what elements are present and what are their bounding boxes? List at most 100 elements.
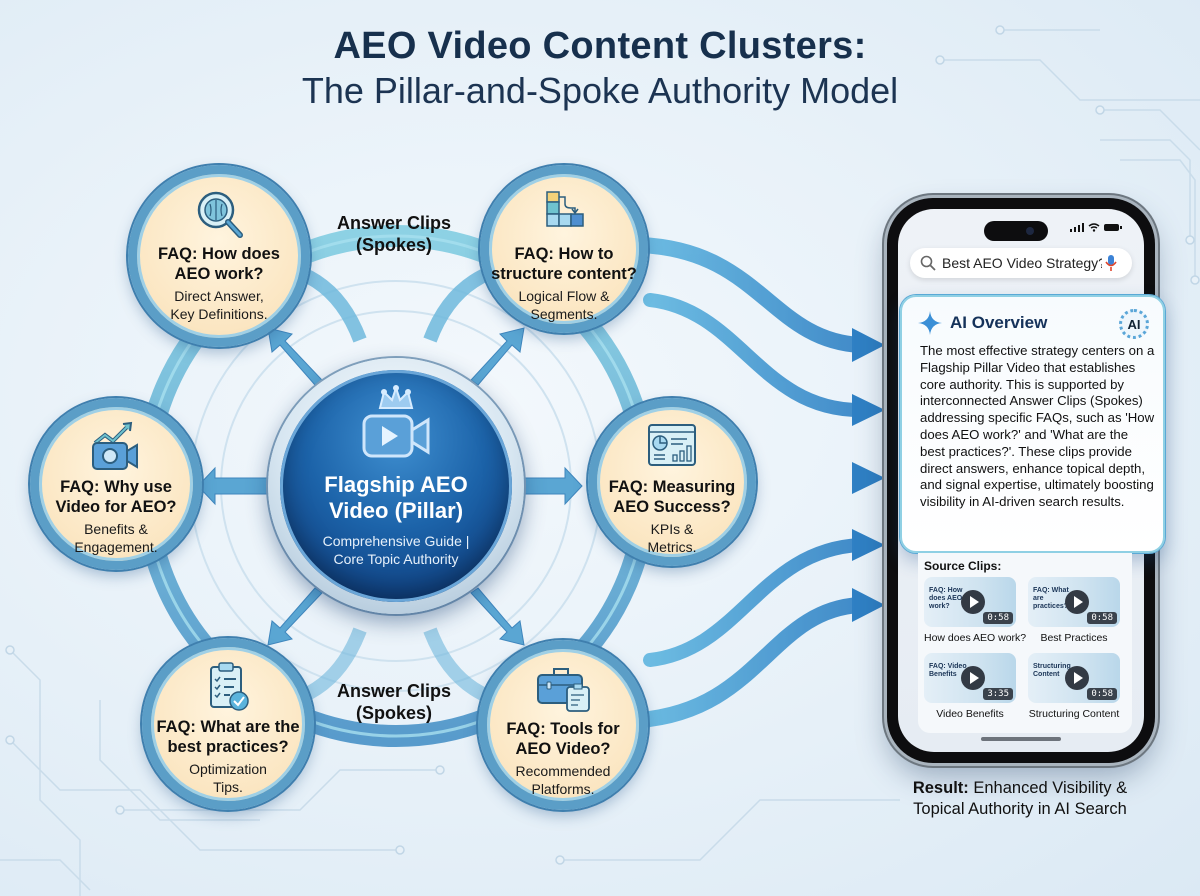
result-text: Enhanced Visibility & <box>973 779 1128 797</box>
faq-structure-content[interactable]: FAQ: How to structure content? Logical F… <box>480 165 648 333</box>
clip-duration: 0:58 <box>1087 688 1117 700</box>
ai-overview-header: AI Overview <box>918 311 1047 335</box>
circuit-traces <box>0 29 1200 896</box>
ai-overview-card: AI Overview AI The most effective strate… <box>900 295 1165 553</box>
sparkle-icon <box>918 311 942 335</box>
play-icon[interactable] <box>1065 666 1089 690</box>
title-subtitle: The Pillar-and-Spoke Authority Model <box>301 70 899 111</box>
checklist-clipboard-icon <box>210 662 249 711</box>
faq-answer-line: Engagement. <box>74 539 158 555</box>
clip-duration: 3:35 <box>983 688 1013 700</box>
clip-thumbnail: FAQ: How does AEO work? 0:58 <box>924 577 1016 627</box>
crowned-video-camera-icon <box>362 384 430 458</box>
spoke-label-top: Answer Clips (Spokes) <box>314 212 474 256</box>
status-bar <box>1070 223 1122 232</box>
pillar-subtitle-1: Comprehensive Guide | <box>322 533 470 549</box>
result-line-2: Topical Authority in AI Search <box>913 800 1127 818</box>
arrow-to-best-practices <box>267 587 323 646</box>
spoke-label-line: (Spokes) <box>355 703 433 723</box>
clip-duration: 0:58 <box>1087 612 1117 624</box>
result-line-1: Result: Enhanced Visibility & <box>880 778 1160 799</box>
source-clips-panel: Source Clips: FAQ: How does AEO work? 0:… <box>918 553 1132 733</box>
battery-icon <box>1104 224 1122 231</box>
play-icon[interactable] <box>961 666 985 690</box>
dynamic-island <box>984 221 1048 241</box>
source-clip[interactable]: FAQ: What are practices? 0:58 Best Pract… <box>1028 577 1120 644</box>
faq-question-line: AEO Video? <box>515 740 611 758</box>
clip-duration: 0:58 <box>983 612 1013 624</box>
wifi-icon <box>1088 223 1100 232</box>
clip-caption: Structuring Content <box>1028 708 1120 720</box>
clip-thumb-text: FAQ: Video Benefits <box>929 663 967 678</box>
faq-answer-line: Segments. <box>530 306 598 322</box>
faq-answer-line: Metrics. <box>647 539 697 555</box>
play-icon[interactable] <box>1065 590 1089 614</box>
faq-answer-line: Key Definitions. <box>170 306 268 322</box>
faq-answer-line: Optimization <box>189 761 267 777</box>
microphone-icon[interactable] <box>1104 254 1118 272</box>
result-caption: Result: Enhanced Visibility & Topical Au… <box>880 778 1160 820</box>
faq-how-aeo-works[interactable]: FAQ: How does AEO work? Direct Answer, K… <box>128 165 310 347</box>
brain-magnifier-icon <box>197 191 243 238</box>
faq-question-line: best practices? <box>167 738 289 756</box>
home-indicator <box>981 737 1061 741</box>
clip-thumbnail: Structuring Content 0:58 <box>1028 653 1120 703</box>
clip-thumb-text: FAQ: What are practices? <box>1033 587 1069 610</box>
signal-icon <box>1070 223 1084 232</box>
toolbox-icon <box>537 668 590 712</box>
arrow-to-measuring <box>521 466 583 506</box>
diagram-title: AEO Video Content Clusters: The Pillar-a… <box>0 24 1200 114</box>
faq-question-line: Video for AEO? <box>55 498 177 516</box>
faq-answer-line: Direct Answer, <box>174 288 264 304</box>
pillar-node[interactable]: Flagship AEO Video (Pillar) Comprehensiv… <box>280 370 512 602</box>
spoke-label-line: (Spokes) <box>355 235 433 255</box>
spoke-label-line: Answer Clips <box>336 681 452 701</box>
source-clip[interactable]: FAQ: How does AEO work? 0:58 How does AE… <box>924 577 1027 644</box>
faq-tools[interactable]: FAQ: Tools for AEO Video? Recommended Pl… <box>478 640 648 810</box>
camera-growth-icon <box>92 421 138 470</box>
clip-thumbnail: FAQ: Video Benefits 3:35 <box>924 653 1016 703</box>
arrow-to-tools <box>470 587 525 646</box>
flow-arrowheads <box>852 328 885 622</box>
faq-answer-line: Benefits & <box>84 521 148 537</box>
source-clips-title: Source Clips: <box>924 559 1002 573</box>
search-icon <box>920 255 936 271</box>
spoke-label-bottom: Answer Clips (Spokes) <box>314 680 474 724</box>
faq-question-line: FAQ: How does <box>158 245 280 263</box>
clip-caption: How does AEO work? <box>924 632 1027 644</box>
flow-streams <box>632 237 868 728</box>
clip-thumb-text: Structuring Content <box>1033 663 1071 678</box>
faq-answer-line: Platforms. <box>531 781 595 797</box>
faq-answer-line: Recommended <box>515 763 611 779</box>
arrow-to-how-aeo <box>267 327 323 386</box>
faq-answer-line: KPIs & <box>650 521 694 537</box>
faq-answer-line: Tips. <box>213 779 243 795</box>
pillar-title-1: Flagship AEO <box>324 472 468 497</box>
faq-measuring-success[interactable]: FAQ: Measuring AEO Success? KPIs & Metri… <box>588 398 756 566</box>
search-input[interactable] <box>942 255 1102 271</box>
title-main: AEO Video Content Clusters: <box>333 25 867 67</box>
play-icon[interactable] <box>961 590 985 614</box>
faq-question-line: structure content? <box>491 265 637 283</box>
clip-caption: Best Practices <box>1040 632 1108 644</box>
faq-question-line: AEO Success? <box>613 498 731 516</box>
faq-best-practices[interactable]: FAQ: What are the best practices? Optimi… <box>142 638 314 810</box>
faq-question-line: AEO work? <box>174 265 264 283</box>
faq-why-video[interactable]: FAQ: Why use Video for AEO? Benefits & E… <box>30 398 202 570</box>
analytics-dashboard-icon <box>648 424 696 466</box>
result-bold-label: Result: <box>912 779 969 797</box>
pillar-title-2: Video (Pillar) <box>328 498 464 523</box>
clip-thumbnail: FAQ: What are practices? 0:58 <box>1028 577 1120 627</box>
faq-question-line: FAQ: Measuring <box>608 478 736 496</box>
clip-caption: Video Benefits <box>936 708 1004 720</box>
source-clip[interactable]: Structuring Content 0:58 Structuring Con… <box>1028 653 1120 720</box>
pillar-subtitle-2: Core Topic Authority <box>333 551 459 567</box>
faq-question-line: FAQ: What are the <box>156 718 300 736</box>
spoke-label-line: Answer Clips <box>336 213 452 233</box>
faq-question-line: FAQ: Tools for <box>506 720 620 738</box>
clip-thumb-text: FAQ: How does AEO work? <box>929 587 963 610</box>
flow-blocks-icon <box>546 191 584 227</box>
search-bar[interactable] <box>910 248 1132 278</box>
faq-answer-line: Logical Flow & <box>518 288 610 304</box>
source-clip[interactable]: FAQ: Video Benefits 3:35 Video Benefits <box>924 653 1016 720</box>
